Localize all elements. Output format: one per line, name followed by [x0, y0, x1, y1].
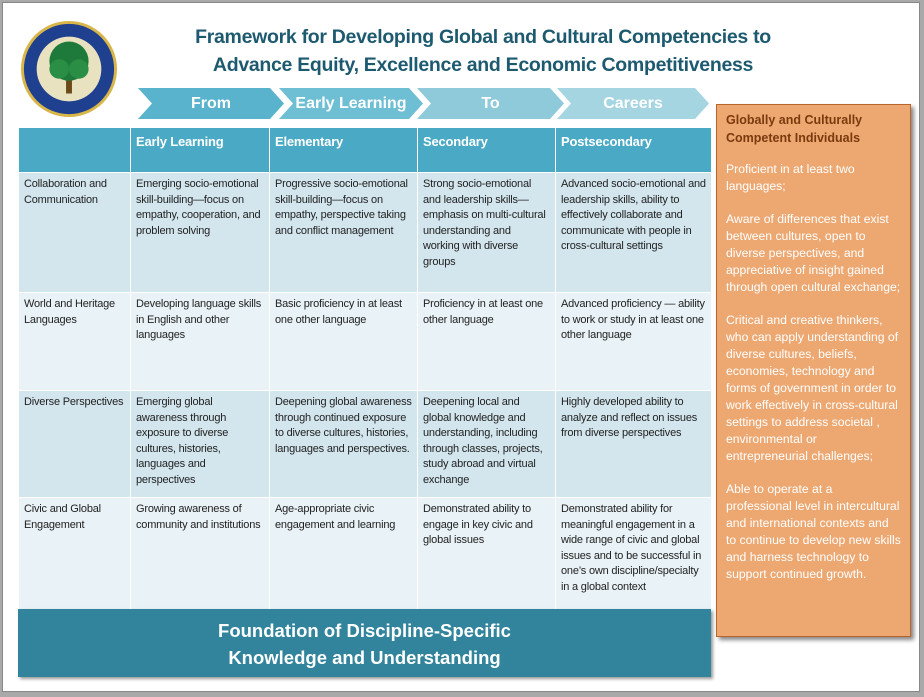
table-cell: Growing awareness of community and insti… — [130, 497, 270, 611]
foundation-line-2: Knowledge and Understanding — [228, 647, 501, 668]
title-line-1: Framework for Developing Global and Cult… — [195, 26, 771, 48]
row-label: Collaboration and Communication — [18, 172, 131, 293]
chevron-careers: Careers — [557, 88, 709, 119]
row-label: World and Heritage Languages — [18, 292, 131, 391]
outcome-item: Proficient in at least two languages; — [726, 162, 855, 193]
table-cell: Highly developed ability to analyze and … — [555, 390, 712, 498]
header-cell: Postsecondary — [555, 127, 712, 173]
title-line-2: Advance Equity, Excellence and Economic … — [212, 54, 754, 76]
header-cell: Early Learning — [130, 127, 270, 173]
foundation-banner: Foundation of Discipline-Specific Knowle… — [18, 609, 711, 677]
table-cell: Emerging socio-emotional skill-building—… — [130, 172, 270, 293]
table-cell: Advanced socio-emotional and leadership … — [555, 172, 712, 293]
row-label: Civic and Global Engagement — [18, 497, 131, 611]
outcome-box: Globally and Culturally Competent Indivi… — [716, 104, 911, 637]
table-cell: Demonstrated ability to engage in key ci… — [417, 497, 556, 611]
table-cell: Advanced proficiency — ability to work o… — [555, 292, 712, 391]
table-cell: Deepening local and global knowledge and… — [417, 390, 556, 498]
foundation-line-1: Foundation of Discipline-Specific — [218, 620, 511, 641]
row-label: Diverse Perspectives — [18, 390, 131, 498]
table-cell: Progressive socio-emotional skill-buildi… — [269, 172, 418, 293]
table-cell: Deepening global awareness through conti… — [269, 390, 418, 498]
table-header-row: Early Learning Elementary Secondary Post… — [18, 127, 712, 173]
header-cell — [18, 127, 131, 173]
table-cell: Age-appropriate civic engagement and lea… — [269, 497, 418, 611]
outcome-heading: Globally and Culturally Competent Indivi… — [726, 113, 863, 145]
table-row: Diverse Perspectives Emerging global awa… — [18, 390, 712, 498]
outcome-item: Aware of differences that exist between … — [726, 212, 901, 294]
table-row: Civic and Global Engagement Growing awar… — [18, 497, 712, 611]
chevron-to: To — [417, 88, 564, 119]
page-title: Framework for Developing Global and Cult… — [133, 23, 833, 79]
table-cell: Strong socio-emotional and leadership sk… — [417, 172, 556, 293]
outcome-item: Able to operate at a professional level … — [726, 482, 901, 581]
table-cell: Demonstrated ability for meaningful enga… — [555, 497, 712, 611]
chevron-early-learning: Early Learning — [279, 88, 423, 119]
table-cell: Basic proficiency in at least one other … — [269, 292, 418, 391]
competency-table: Early Learning Elementary Secondary Post… — [18, 127, 712, 611]
table-row: Collaboration and Communication Emerging… — [18, 172, 712, 293]
header-cell: Elementary — [269, 127, 418, 173]
table-cell: Developing language skills in English an… — [130, 292, 270, 391]
header-cell: Secondary — [417, 127, 556, 173]
table-cell: Proficiency in at least one other langua… — [417, 292, 556, 391]
table-row: World and Heritage Languages Developing … — [18, 292, 712, 391]
outcome-item: Critical and creative thinkers, who can … — [726, 313, 899, 463]
chevron-from: From — [138, 88, 284, 119]
table-cell: Emerging global awareness through exposu… — [130, 390, 270, 498]
department-of-education-seal-icon — [20, 20, 118, 118]
